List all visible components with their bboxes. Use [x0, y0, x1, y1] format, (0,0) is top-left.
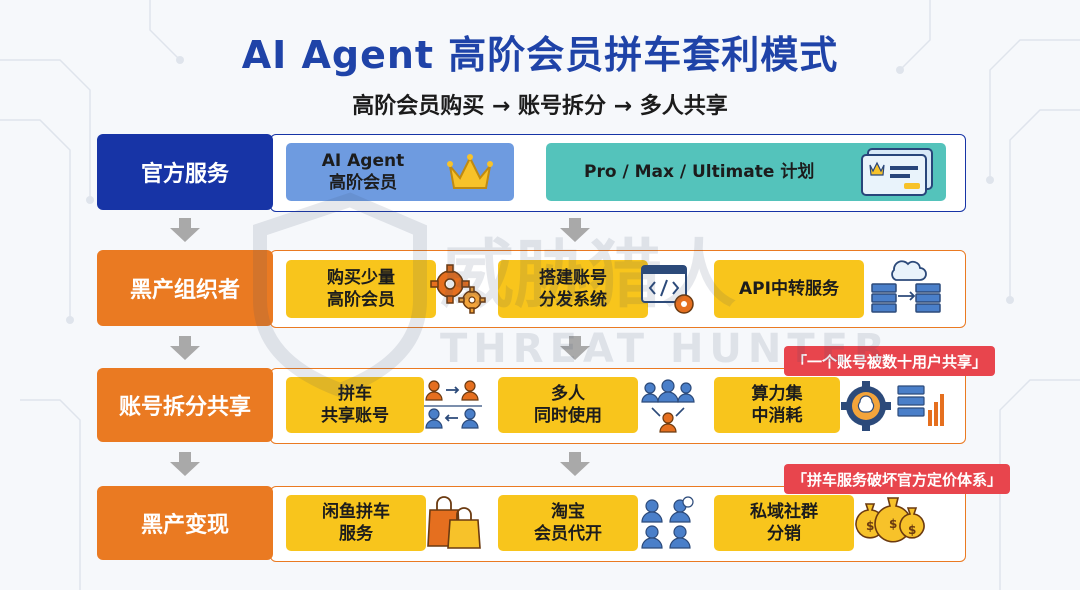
customers-icon	[641, 496, 694, 549]
membership-card-icon	[861, 148, 933, 196]
gears-icon	[430, 264, 486, 314]
user-swap-icon	[424, 380, 482, 429]
down-arrow-1	[170, 218, 200, 242]
row-label-account-split: 账号拆分共享	[97, 368, 273, 442]
page-subtitle: 高阶会员购买 → 账号拆分 → 多人共享	[352, 94, 728, 119]
shopping-bag-icon	[427, 496, 481, 549]
down-arrow-4	[560, 336, 590, 360]
server-sync-icon	[871, 260, 941, 313]
down-arrow-3	[170, 336, 200, 360]
callout-account-shared: 「一个账号被数十用户共享」	[784, 346, 996, 376]
box-carpool-shared-account: 拼车 共享账号	[286, 377, 424, 433]
svg-text:$: $	[908, 523, 916, 537]
box-private-community-distribution: 私域社群 分销	[714, 495, 854, 551]
callout-pricing-damage: 「拼车服务破坏官方定价体系」	[784, 464, 1011, 494]
row-label-monetization: 黑产变现	[97, 486, 273, 560]
row-label-official: 官方服务	[97, 134, 273, 210]
down-arrow-2	[560, 218, 590, 242]
page-title: AI Agent 高阶会员拼车套利模式	[241, 33, 839, 77]
down-arrow-5	[170, 452, 200, 476]
money-bags-icon: $ $ $	[855, 497, 925, 543]
box-buy-membership: 购买少量 高阶会员	[286, 260, 436, 318]
box-centralized-compute: 算力集 中消耗	[714, 377, 840, 433]
box-taobao-membership: 淘宝 会员代开	[498, 495, 638, 551]
svg-text:$: $	[866, 519, 874, 533]
box-account-distribution-system: 搭建账号 分发系统	[498, 260, 648, 318]
box-api-relay-service: API中转服务	[714, 260, 864, 318]
box-xianyu-carpool: 闲鱼拼车 服务	[286, 495, 426, 551]
svg-text:$: $	[889, 517, 897, 531]
row-label-organizer: 黑产组织者	[97, 250, 273, 326]
user-group-icon	[641, 379, 695, 433]
box-multi-user-concurrent: 多人 同时使用	[498, 377, 638, 433]
down-arrow-6	[560, 452, 590, 476]
code-window-icon	[641, 265, 694, 314]
crown-icon	[447, 154, 493, 189]
compute-gear-icon	[841, 381, 944, 431]
